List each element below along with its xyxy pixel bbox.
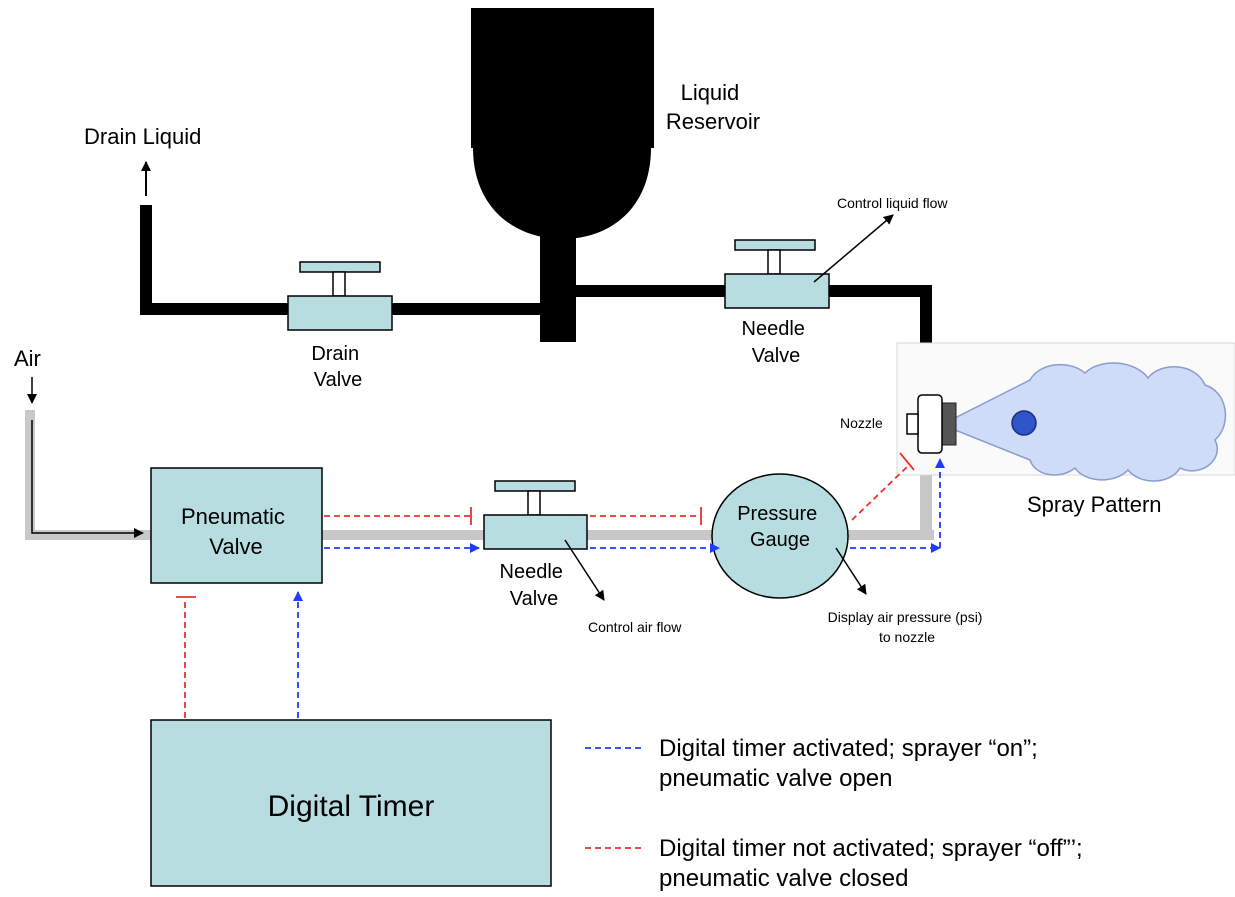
nozzle-mesh xyxy=(941,402,957,446)
air-lines xyxy=(25,410,934,540)
drain-valve-body xyxy=(287,295,393,331)
pneumatic-valve-box xyxy=(150,467,323,584)
nozzle-off-stop xyxy=(899,452,915,471)
control-liquid-pointer xyxy=(813,214,894,283)
needle-valve-liquid-stem xyxy=(767,249,781,275)
signal-off-lines xyxy=(176,452,915,718)
pressure-gauge xyxy=(711,473,849,599)
spray-area xyxy=(896,342,1235,482)
air-label: Air xyxy=(14,346,41,371)
liquid-reservoir xyxy=(471,8,654,238)
control-air-pointer xyxy=(564,539,605,601)
pneumatic-valve-label: Pneumatic Valve xyxy=(181,504,291,559)
needle-valve-liquid-body xyxy=(724,273,830,309)
control-liquid-flow-label: Control liquid flow xyxy=(837,195,948,211)
needle-valve-liquid-handle xyxy=(734,239,816,251)
needle-valve-liquid xyxy=(724,239,830,309)
needle-valve-air-stem xyxy=(527,490,541,516)
needle-valve-liquid-label: Needle Valve xyxy=(742,318,811,367)
drain-valve xyxy=(287,261,393,331)
display-air-pressure-label: Display air pressure (psi) to nozzle xyxy=(828,609,987,645)
nozzle-label: Nozzle xyxy=(840,415,883,431)
drain-liquid-label: Drain Liquid xyxy=(84,124,201,149)
nozzle-body xyxy=(917,394,943,454)
reservoir-outlet-pipe xyxy=(540,232,576,342)
legend: Digital timer activated; sprayer “on”; p… xyxy=(585,735,1089,892)
pressure-gauge-label: Pressure Gauge xyxy=(737,503,823,551)
drain-valve-stem xyxy=(332,271,346,297)
air-inlet-horizontal xyxy=(25,530,151,540)
legend-on-text: Digital timer activated; sprayer “on”; p… xyxy=(659,735,1044,792)
control-air-flow-label: Control air flow xyxy=(588,619,682,635)
drain-valve-handle xyxy=(299,261,381,273)
spray-droplet-core xyxy=(1011,410,1037,436)
nozzle-cap xyxy=(906,413,919,435)
legend-off-text: Digital timer not activated; sprayer “of… xyxy=(659,835,1089,892)
digital-timer-label: Digital Timer xyxy=(268,790,435,823)
needle-valve-air-label: Needle Valve xyxy=(500,561,569,610)
air-main-pipe-3 xyxy=(848,530,934,540)
signal-on-lines xyxy=(293,458,945,718)
air-up-to-nozzle xyxy=(920,460,932,540)
air-flow-arrow xyxy=(31,420,144,538)
drain-valve-label: Drain Valve xyxy=(311,343,364,391)
spray-cloud xyxy=(954,362,1227,482)
display-pressure-pointer xyxy=(835,547,867,595)
needle-valve-air-handle xyxy=(494,480,576,492)
needle-valve-air xyxy=(483,480,588,550)
digital-timer-box xyxy=(150,719,552,887)
drain-vertical-pipe xyxy=(140,205,152,315)
air-main-pipe-1 xyxy=(322,530,484,540)
air-inlet-vertical xyxy=(25,410,35,540)
liquid-reservoir-label: Liquid Reservoir xyxy=(666,80,760,134)
air-main-pipe-2 xyxy=(586,530,714,540)
needle-valve-air-body xyxy=(483,514,588,550)
nozzle-off-signal xyxy=(851,465,909,521)
spray-pattern-label: Spray Pattern xyxy=(1027,492,1162,517)
